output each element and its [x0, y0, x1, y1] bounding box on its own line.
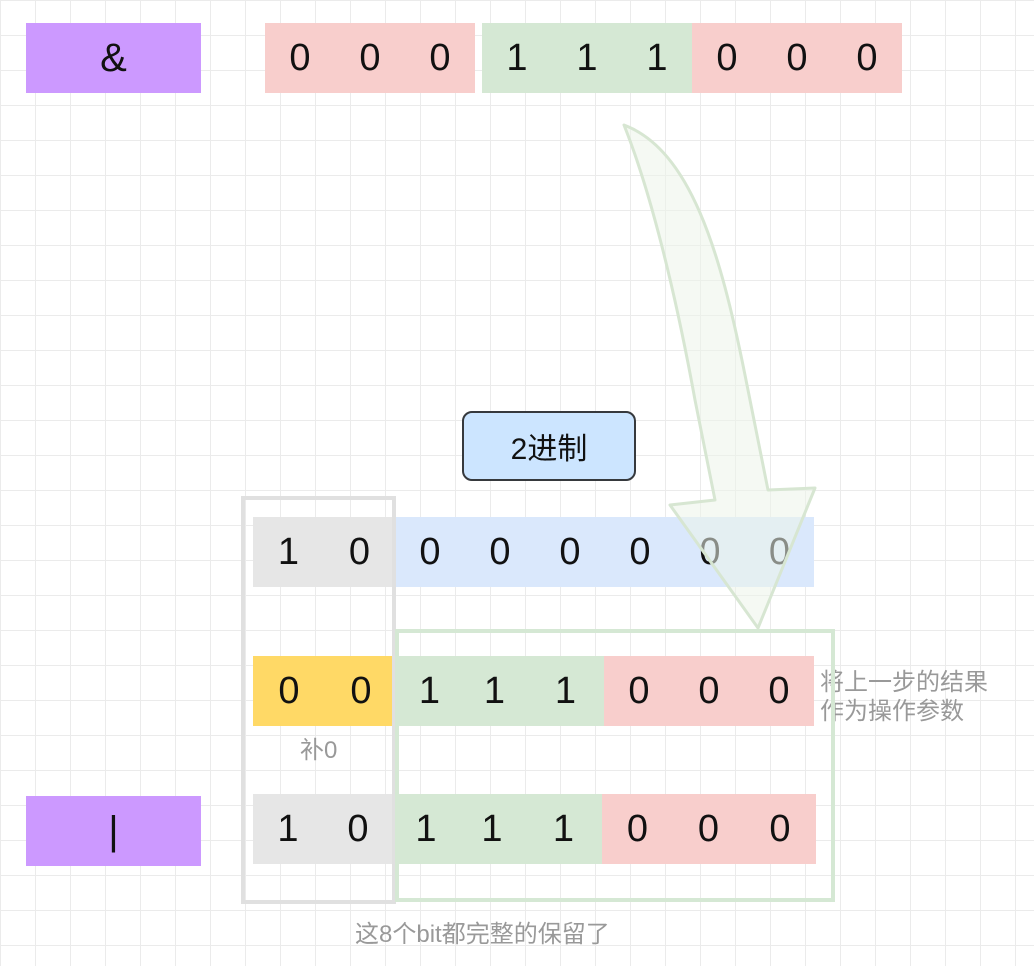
top-row-green-segment: 1 1 1 [482, 23, 692, 93]
operand-bit-2: 0 [350, 669, 372, 712]
binary-bit-7: 0 [699, 530, 721, 573]
operand-bit-4: 1 [483, 669, 506, 712]
top-bit-5: 1 [576, 36, 598, 79]
result-bit-4: 1 [481, 807, 503, 850]
result-row-green-segment: 1 1 1 [393, 794, 602, 864]
top-row-pink-segment-right: 0 0 0 [692, 23, 902, 93]
operand-row-yellow-segment: 0 0 [253, 656, 397, 726]
side-note-line-1: 将上一步的结果 [820, 669, 988, 696]
operand-bit-5: 1 [554, 669, 577, 712]
pad-zero-note: 补0 [300, 737, 338, 764]
binary-bit-4: 0 [489, 530, 511, 573]
top-bit-1: 0 [289, 36, 311, 79]
result-bit-3: 1 [415, 807, 437, 850]
top-row-pink-segment: 0 0 0 [265, 23, 475, 93]
binary-base-label: 2进制 [462, 411, 636, 481]
operand-row-pink-segment: 0 0 0 [604, 656, 814, 726]
bottom-note: 这8个bit都完整的保留了 [355, 921, 610, 948]
result-bit-2: 0 [347, 807, 369, 850]
binary-bit-3: 0 [419, 530, 441, 573]
result-row-pink-segment: 0 0 0 [602, 794, 816, 864]
or-operator: | [26, 796, 201, 866]
top-bit-4: 1 [506, 36, 528, 79]
binary-bit-2: 0 [348, 530, 371, 573]
operand-bit-3: 1 [418, 669, 441, 712]
binary-row-blue-segment: 0 0 0 0 0 0 [395, 517, 814, 587]
binary-bit-1: 1 [277, 530, 300, 573]
side-note-line-2: 作为操作参数 [820, 698, 964, 725]
result-bit-7: 0 [697, 807, 720, 850]
top-bit-3: 0 [429, 36, 451, 79]
operand-bit-8: 0 [768, 669, 790, 712]
result-bit-5: 1 [552, 807, 575, 850]
operand-bit-1: 0 [278, 669, 300, 712]
and-operator: & [26, 23, 201, 93]
top-bit-8: 0 [786, 36, 808, 79]
binary-bit-5: 0 [559, 530, 581, 573]
operand-bit-6: 0 [628, 669, 650, 712]
preserved-bits-frame [395, 629, 835, 902]
top-bit-6: 1 [646, 36, 668, 79]
binary-bit-6: 0 [629, 530, 651, 573]
result-bit-1: 1 [277, 807, 299, 850]
binary-bit-8: 0 [768, 530, 791, 573]
binary-row-gray-segment: 1 0 [253, 517, 395, 587]
result-bit-8: 0 [769, 807, 791, 850]
padding-frame [241, 496, 396, 904]
result-row-gray-segment: 1 0 [253, 794, 393, 864]
top-bit-9: 0 [856, 36, 878, 79]
top-bit-2: 0 [359, 36, 381, 79]
operand-row-green-segment: 1 1 1 [397, 656, 604, 726]
result-bit-6: 0 [626, 807, 649, 850]
top-bit-7: 0 [716, 36, 738, 79]
operand-bit-7: 0 [698, 669, 720, 712]
